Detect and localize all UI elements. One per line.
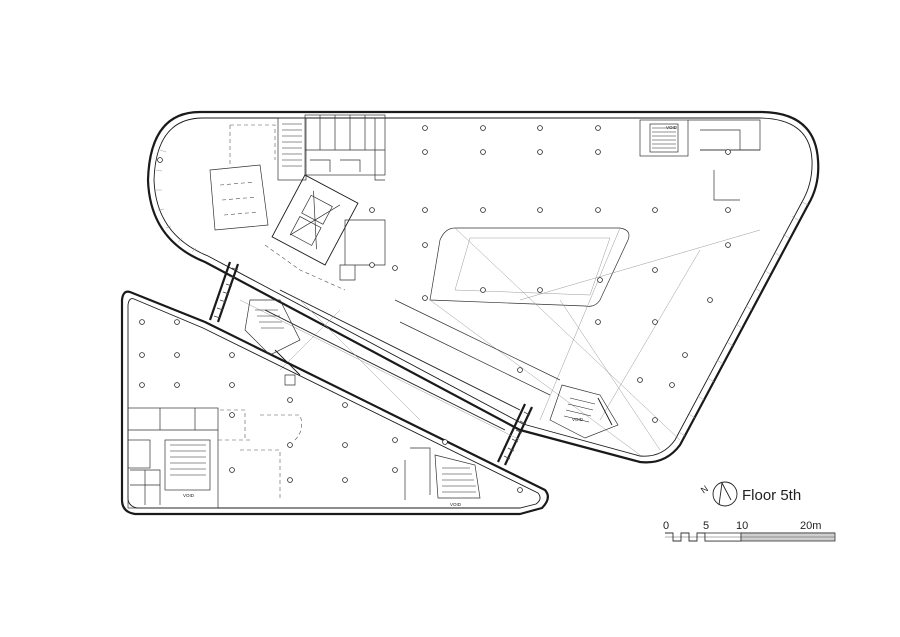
scale-tick-0: 0 [663, 520, 669, 532]
meeting-room [209, 124, 276, 231]
scale-tick-10: 10 [736, 520, 748, 532]
north-arrow-circle [712, 481, 738, 507]
room-tag-void-se: VOID [572, 417, 584, 422]
bridges [208, 261, 533, 466]
north-arrow-pointer [718, 481, 732, 506]
stair-core-northeast [639, 119, 761, 157]
room-tag-void-s: VOID [450, 502, 462, 507]
scale-tick-5: 5 [703, 520, 709, 532]
north-arrow: N [699, 481, 738, 507]
stair-core-west [244, 299, 301, 376]
room-tag-void-sw: VOID [183, 493, 195, 498]
scale-bar: 0 5 10 20m [663, 520, 836, 542]
upper-wing: VOID VOID [146, 110, 820, 464]
lower-service-block [127, 407, 281, 509]
elevator-core [271, 174, 359, 266]
lower-wing-columns [139, 319, 523, 493]
stair-core-northwest [277, 117, 307, 181]
toilet-block [304, 114, 386, 176]
stair-core-southeast [549, 384, 619, 439]
lower-wing: VOID VOID [120, 290, 549, 516]
room-tag-void-ne: VOID [666, 125, 678, 130]
north-label: N [699, 483, 710, 495]
upper-wing-columns [157, 125, 731, 423]
stair-core-south [404, 447, 481, 500]
floor-title: Floor 5th [742, 487, 801, 504]
scale-tick-20m: 20m [800, 520, 821, 532]
